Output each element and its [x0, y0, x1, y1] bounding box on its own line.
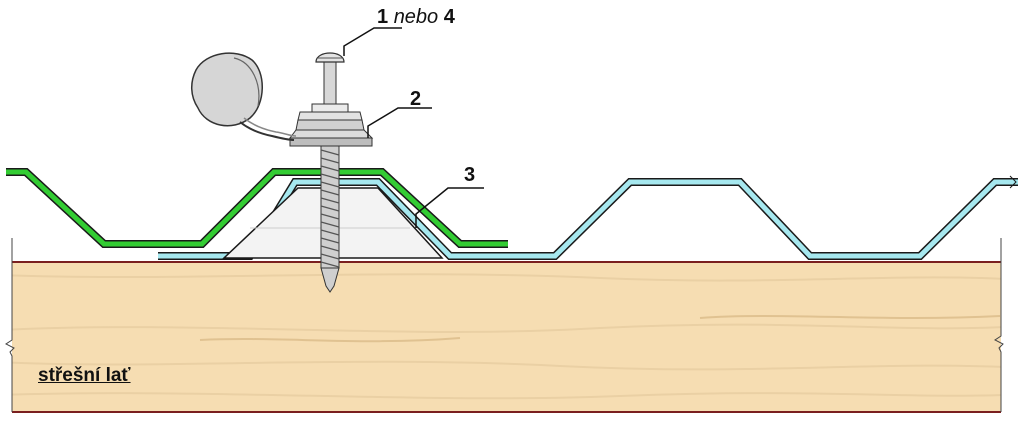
batten-knot-line: [699, 315, 1001, 319]
callout-3: 3: [464, 164, 475, 186]
washer-middle-ring: [295, 119, 365, 131]
screw: [315, 52, 345, 293]
leader-lines: [343, 27, 484, 228]
washer-collar: [311, 103, 349, 113]
callout-1-alternative: 4: [443, 6, 455, 28]
cap-strap-outer: [239, 121, 295, 141]
cap-strap-inner: [243, 117, 297, 137]
screw-tip: [320, 267, 340, 293]
batten-knot-line-2: [199, 337, 461, 343]
upper-corrugated-sheet: [6, 168, 508, 248]
callout-3-number: 3: [464, 164, 476, 186]
callout-1: 1 nebo 4: [377, 6, 455, 28]
leader-line-2: [367, 107, 432, 138]
cap-shell: [191, 52, 263, 127]
washer-base: [289, 137, 373, 147]
batten-label: střešní lať: [38, 365, 131, 386]
batten-left-break-line: [5, 238, 15, 412]
lower-sheet-break-mark: [1009, 175, 1017, 189]
callout-2-number: 2: [410, 88, 422, 110]
batten-right-break-line: [994, 238, 1004, 412]
washer-cap: [191, 52, 297, 141]
callout-1-conjunction: nebo: [393, 6, 439, 28]
lower-sheet-fill: [158, 179, 1018, 259]
sealing-washer: [289, 103, 374, 147]
leader-line-3: [415, 187, 484, 228]
screw-thread: [320, 149, 340, 268]
washer-top-ring: [297, 111, 363, 121]
upper-sheet-fill: [6, 169, 508, 247]
lower-corrugated-sheet: [158, 175, 1018, 260]
cap-rim: [233, 57, 260, 107]
washer-skirt: [289, 129, 374, 139]
roof-batten: [5, 238, 1004, 413]
callout-1-number: 1: [377, 6, 389, 28]
callout-2: 2: [410, 88, 421, 110]
batten-grain: [12, 262, 1001, 412]
leader-line-1: [343, 27, 402, 56]
screw-neck: [323, 61, 337, 111]
